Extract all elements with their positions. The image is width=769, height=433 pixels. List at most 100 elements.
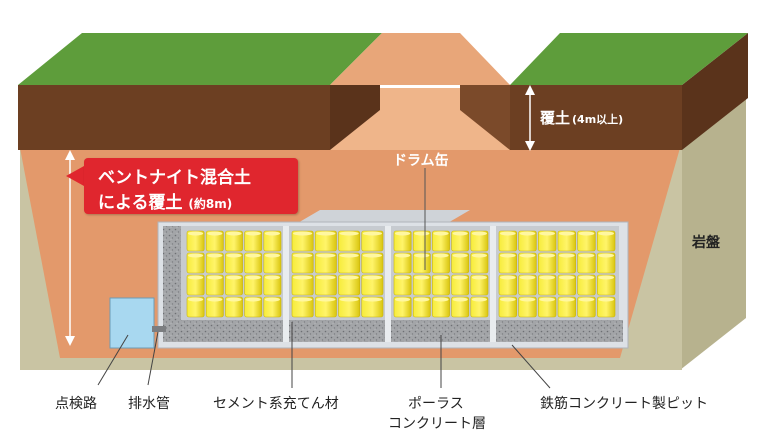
drum-cap xyxy=(395,297,411,302)
drum xyxy=(263,296,282,318)
drum xyxy=(577,274,596,296)
pit-lid xyxy=(296,210,470,224)
drum-cap xyxy=(414,297,430,302)
drum-cap xyxy=(471,297,487,302)
drum-cap xyxy=(293,253,313,258)
trench-top xyxy=(330,33,510,85)
drum-cap xyxy=(598,231,615,236)
cover-soil-label: 覆土(4m以上) xyxy=(540,107,623,128)
drum-cap xyxy=(316,253,336,258)
drum-cap xyxy=(539,297,556,302)
drum-cap xyxy=(264,253,280,258)
drum xyxy=(557,274,576,296)
drum xyxy=(186,252,205,274)
drum xyxy=(557,230,576,252)
drum xyxy=(225,296,243,318)
drum-cap xyxy=(362,231,382,236)
callout-tail xyxy=(66,166,84,186)
drum xyxy=(338,230,361,252)
drum-cap xyxy=(226,231,242,236)
leader-inspection xyxy=(97,334,129,386)
drum-cap xyxy=(395,231,411,236)
drum-cap xyxy=(559,253,575,258)
drum-cap xyxy=(433,253,449,258)
pit-partition xyxy=(385,226,391,342)
drum xyxy=(538,252,557,274)
drum xyxy=(518,230,537,252)
inspection-label: 点検路 xyxy=(55,396,97,412)
drum xyxy=(470,296,489,318)
drum-cap xyxy=(226,253,242,258)
leader-pit xyxy=(511,344,551,389)
drum xyxy=(432,274,450,296)
bentonite-line1: ベントナイト混合土 xyxy=(98,168,251,188)
drum xyxy=(225,230,243,252)
drum xyxy=(205,274,224,296)
drum xyxy=(291,296,314,318)
drum-cap xyxy=(414,231,430,236)
drum xyxy=(432,230,450,252)
drum xyxy=(205,296,224,318)
drum xyxy=(338,252,361,274)
drum xyxy=(263,230,282,252)
drum xyxy=(263,252,282,274)
drum-cap xyxy=(471,231,487,236)
porous-label-2: コンクリート層 xyxy=(388,416,486,432)
arrow-head-down xyxy=(65,336,75,346)
bentonite-line2-text: による覆土 xyxy=(98,193,183,213)
drum-cap xyxy=(578,231,595,236)
drum-cap xyxy=(245,253,261,258)
bedrock-side xyxy=(680,88,746,370)
drum-cap xyxy=(539,253,556,258)
drum xyxy=(498,274,517,296)
drum-cap xyxy=(188,275,204,280)
drum xyxy=(412,252,431,274)
drum xyxy=(412,296,431,318)
drum xyxy=(244,252,263,274)
drum-cap xyxy=(226,297,242,302)
drum xyxy=(338,274,361,296)
drum-cap xyxy=(578,297,595,302)
drum xyxy=(597,274,616,296)
drum xyxy=(291,274,314,296)
drum-cap xyxy=(559,297,575,302)
bentonite-note: (約8m) xyxy=(188,197,233,211)
drum xyxy=(498,230,517,252)
drum-cap xyxy=(188,297,204,302)
pit-partition xyxy=(490,226,496,342)
drum-stack xyxy=(186,230,616,318)
drum-cap xyxy=(207,297,223,302)
drum xyxy=(244,230,263,252)
drum xyxy=(225,252,243,274)
drum-cap xyxy=(207,253,223,258)
drum xyxy=(470,274,489,296)
drum xyxy=(225,274,243,296)
drum-label: ドラム缶 xyxy=(393,153,449,169)
drum-cap xyxy=(188,231,204,236)
drum xyxy=(205,230,224,252)
drum xyxy=(451,296,470,318)
drum-cap xyxy=(452,253,468,258)
drum-cap xyxy=(226,275,242,280)
drum-cap xyxy=(362,253,382,258)
drum-cap xyxy=(293,297,313,302)
drum-cap xyxy=(395,253,411,258)
drum xyxy=(432,252,450,274)
drum-cap xyxy=(245,231,261,236)
drum xyxy=(291,230,314,252)
drum xyxy=(451,252,470,274)
drum-cap xyxy=(339,275,359,280)
drum-cap xyxy=(598,275,615,280)
arrow-head-up xyxy=(65,150,75,160)
drum-cap xyxy=(471,275,487,280)
drum xyxy=(393,274,412,296)
drum-cap xyxy=(245,275,261,280)
drum-cap xyxy=(519,275,536,280)
drum-cap xyxy=(539,275,556,280)
drain-label: 排水管 xyxy=(128,396,170,412)
drum xyxy=(470,230,489,252)
drum-cap xyxy=(362,275,382,280)
drum xyxy=(291,252,314,274)
drum-cap xyxy=(362,297,382,302)
drum xyxy=(314,252,337,274)
